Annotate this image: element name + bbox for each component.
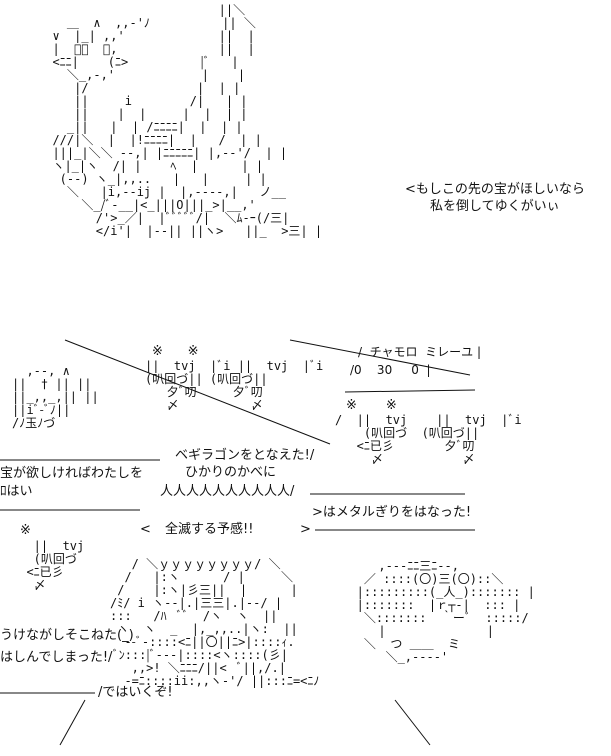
boss-speech-line-1: <もしこの先の宝がほしいなら (405, 182, 585, 197)
death-message-2: はしんでしまった!/ (0, 650, 113, 665)
metal-message: >はメタルぎりをはなった! (312, 505, 472, 520)
blast-ascii-art: / ＼ｙｙｙｙｙｙｙｙ/ ＼ / |:ヽ / | ＼ / |:ヽ|彡三|| | … (110, 557, 320, 688)
doom-bracket-left: < (140, 522, 151, 537)
mid-hp-marks: ※ ※ (152, 344, 199, 359)
lower-hero-ascii: || tvj (叭回づ <ﾆ已彡 〆 (26, 539, 85, 592)
right-hp-marks: ※ ※ (346, 398, 397, 413)
spell-message-2: ひかりのかべに (185, 465, 277, 480)
chest-choice: ﾛはい (0, 484, 33, 499)
crowd-line: 人人人人人人人人人人/ (160, 484, 295, 499)
chest-message: 宝が欲しければわたしを (0, 466, 144, 481)
monster-ascii-art: ,--‐ﾆﾆ三ﾆ-‐, ／ ::::(〇)三(〇)::＼ |:::::::::(… (356, 559, 535, 664)
mid-heroes-ascii: || tvj |ﾞi || tvj |ﾞi (叭回づ|| (叭回づ|| 夕ﾞ叨 … (145, 359, 324, 412)
lower-hp-mark: ※ (20, 523, 31, 538)
doom-message: 全滅する予感!! (165, 522, 254, 537)
final-message: /ではいくぞ! (98, 685, 173, 700)
death-message-1: うけながしそこねた(_) (0, 628, 134, 643)
left-hero-ascii: ,--, ∧ || † || || ||_,,_,|| || ||iﾞ-ﾞﾉ||… (12, 364, 99, 430)
boss-ascii-art: ||＼ ＿ ∧ ,,-'ﾉ || ＼ ∨ |_| ,,' || | | ﾞﾞ ﾞ… (52, 3, 323, 238)
status-values: /0 30 0 | (350, 363, 431, 377)
spell-message-1: ベギラゴンをとなえた!/ (175, 448, 315, 463)
right-heroes-ascii: / || tvj || tvj |ﾞi (叭回づ (叭回づ|| <ﾆ已彡 夕ﾞ叨… (335, 413, 522, 466)
boss-speech-line-2: 私を倒してゆくがいぃ (430, 199, 560, 214)
status-header: / チャモロ ミレーユ | (358, 345, 482, 359)
doom-bracket-right: > (300, 522, 311, 537)
